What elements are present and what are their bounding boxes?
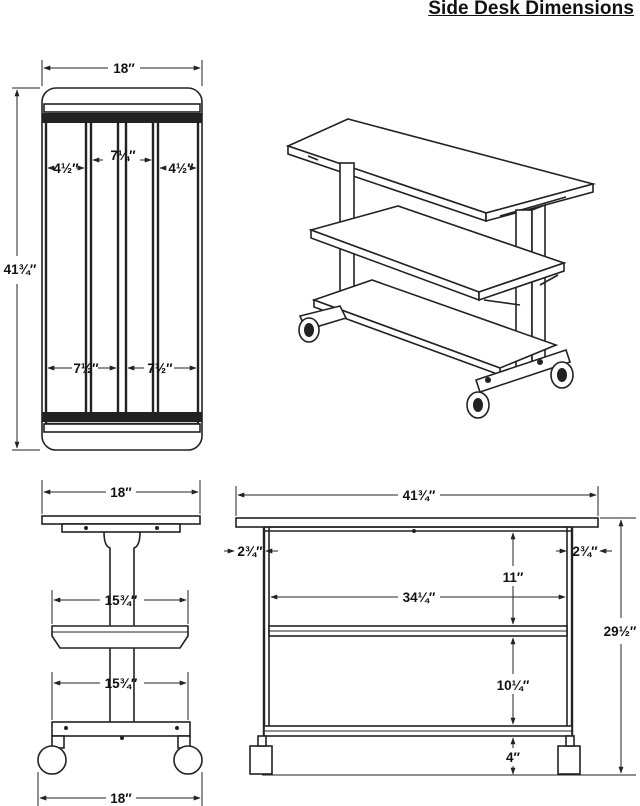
side-view-middle-width-label: 15¾″ — [105, 593, 138, 608]
front-view-left-caster — [249, 745, 273, 775]
side-view-right-caster — [173, 745, 203, 775]
front-view-overall-width-label: 41¾″ — [403, 488, 436, 503]
side-view-base — [51, 721, 191, 737]
page-title: Side Desk Dimensions — [428, 0, 634, 19]
top-view-drawing: 18″ 41¾″ 4½″ 7¼″ 4½″ 7½″ 7½″ — [4, 60, 203, 451]
top-view-bottom-endcap — [42, 412, 202, 422]
top-view-top-endcap — [42, 113, 202, 123]
top-view-length-label: 41¾″ — [4, 262, 37, 277]
side-view-top-width-label: 18″ — [110, 485, 132, 500]
caster-wheels — [298, 317, 574, 419]
top-view-width-label: 18″ — [113, 61, 135, 76]
side-view-left-caster — [37, 745, 67, 775]
side-view-base-width-label: 18″ — [110, 791, 132, 806]
front-view-drawing: 41¾″ 2¾″ 2¾″ 11″ 34¼″ 10¼″ 4″ 29½″ — [224, 486, 637, 776]
top-view-left-gap-label: 4½″ — [53, 161, 79, 176]
front-view-right-caster — [557, 745, 581, 775]
front-view-overall-height-label: 29½″ — [604, 624, 637, 639]
front-view-middle-to-lower-label: 10¼″ — [497, 678, 530, 693]
front-view-right-overhang-label: 2¾″ — [572, 544, 598, 559]
front-view-clearance-label: 4″ — [506, 750, 521, 765]
right-base-foot — [474, 348, 572, 394]
side-view-post — [103, 531, 141, 730]
top-view-lower-left-gap-label: 7½″ — [73, 361, 99, 376]
side-view-middle-shelf — [51, 625, 189, 649]
perspective-illustration — [285, 118, 597, 419]
top-view-lower-right-gap-label: 7½″ — [147, 361, 173, 376]
front-view-desktop — [235, 517, 599, 528]
front-view-left-overhang-label: 2¾″ — [237, 544, 263, 559]
side-view-drawing: 18″ 15¾″ 15¾″ 18″ — [37, 480, 203, 806]
top-view-bottom-rail — [43, 423, 201, 433]
top-view-center-gap-label: 7¼″ — [110, 148, 136, 163]
front-view-shelf-width-label: 34¼″ — [403, 590, 436, 605]
front-view-top-to-middle-label: 11″ — [503, 570, 524, 585]
side-view-desktop — [41, 515, 201, 525]
top-view-desktop-outline — [41, 87, 203, 451]
top-view-rails — [84, 122, 160, 412]
side-view-lower-width-label: 15¾″ — [105, 676, 138, 691]
top-view-right-gap-label: 4½″ — [168, 161, 194, 176]
top-view-top-rail — [43, 103, 201, 113]
